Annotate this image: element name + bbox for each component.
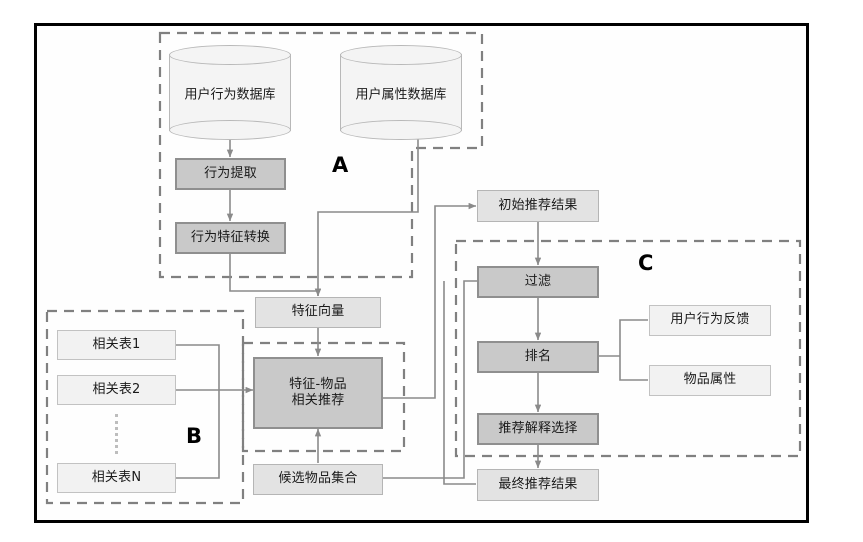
vertical-ellipsis-icon (115, 414, 121, 454)
node-item-attribute: 物品属性 (649, 365, 771, 396)
node-filter: 过滤 (477, 266, 599, 298)
database-user-behavior-label: 用户行为数据库 (184, 87, 276, 102)
node-behavior-extraction: 行为提取 (175, 158, 286, 190)
node-feature-item-recommend-line1: 特征-物品 (289, 376, 347, 392)
node-related-table-1: 相关表1 (57, 330, 176, 360)
database-user-attribute: 用户属性数据库 (340, 45, 462, 140)
node-ranking: 排名 (477, 341, 599, 373)
group-label-b: B (186, 424, 203, 448)
node-related-table-n: 相关表N (57, 463, 176, 493)
node-feature-vector: 特征向量 (255, 297, 381, 328)
cylinder-bottom-ellipse (169, 120, 291, 140)
cylinder-bottom-ellipse (340, 120, 462, 140)
node-final-recommend-result: 最终推荐结果 (477, 469, 599, 501)
cylinder-body (169, 54, 291, 131)
node-initial-recommend-result: 初始推荐结果 (477, 190, 599, 222)
database-user-attribute-label: 用户属性数据库 (355, 87, 447, 102)
node-user-behavior-feedback: 用户行为反馈 (649, 305, 771, 336)
cylinder-top-ellipse (169, 45, 291, 65)
database-user-behavior: 用户行为数据库 (169, 45, 291, 140)
cylinder-body (340, 54, 462, 131)
node-related-table-2: 相关表2 (57, 375, 176, 405)
node-recommend-explanation-select: 推荐解释选择 (477, 413, 599, 445)
node-behavior-feature-transform: 行为特征转换 (175, 222, 286, 254)
node-candidate-item-set: 候选物品集合 (253, 464, 383, 495)
node-feature-item-recommend-line2: 相关推荐 (291, 393, 345, 408)
group-label-c: C (638, 251, 654, 275)
cylinder-top-ellipse (340, 45, 462, 65)
node-feature-item-recommend: 特征-物品 相关推荐 (253, 357, 383, 429)
group-label-a: A (332, 153, 349, 177)
